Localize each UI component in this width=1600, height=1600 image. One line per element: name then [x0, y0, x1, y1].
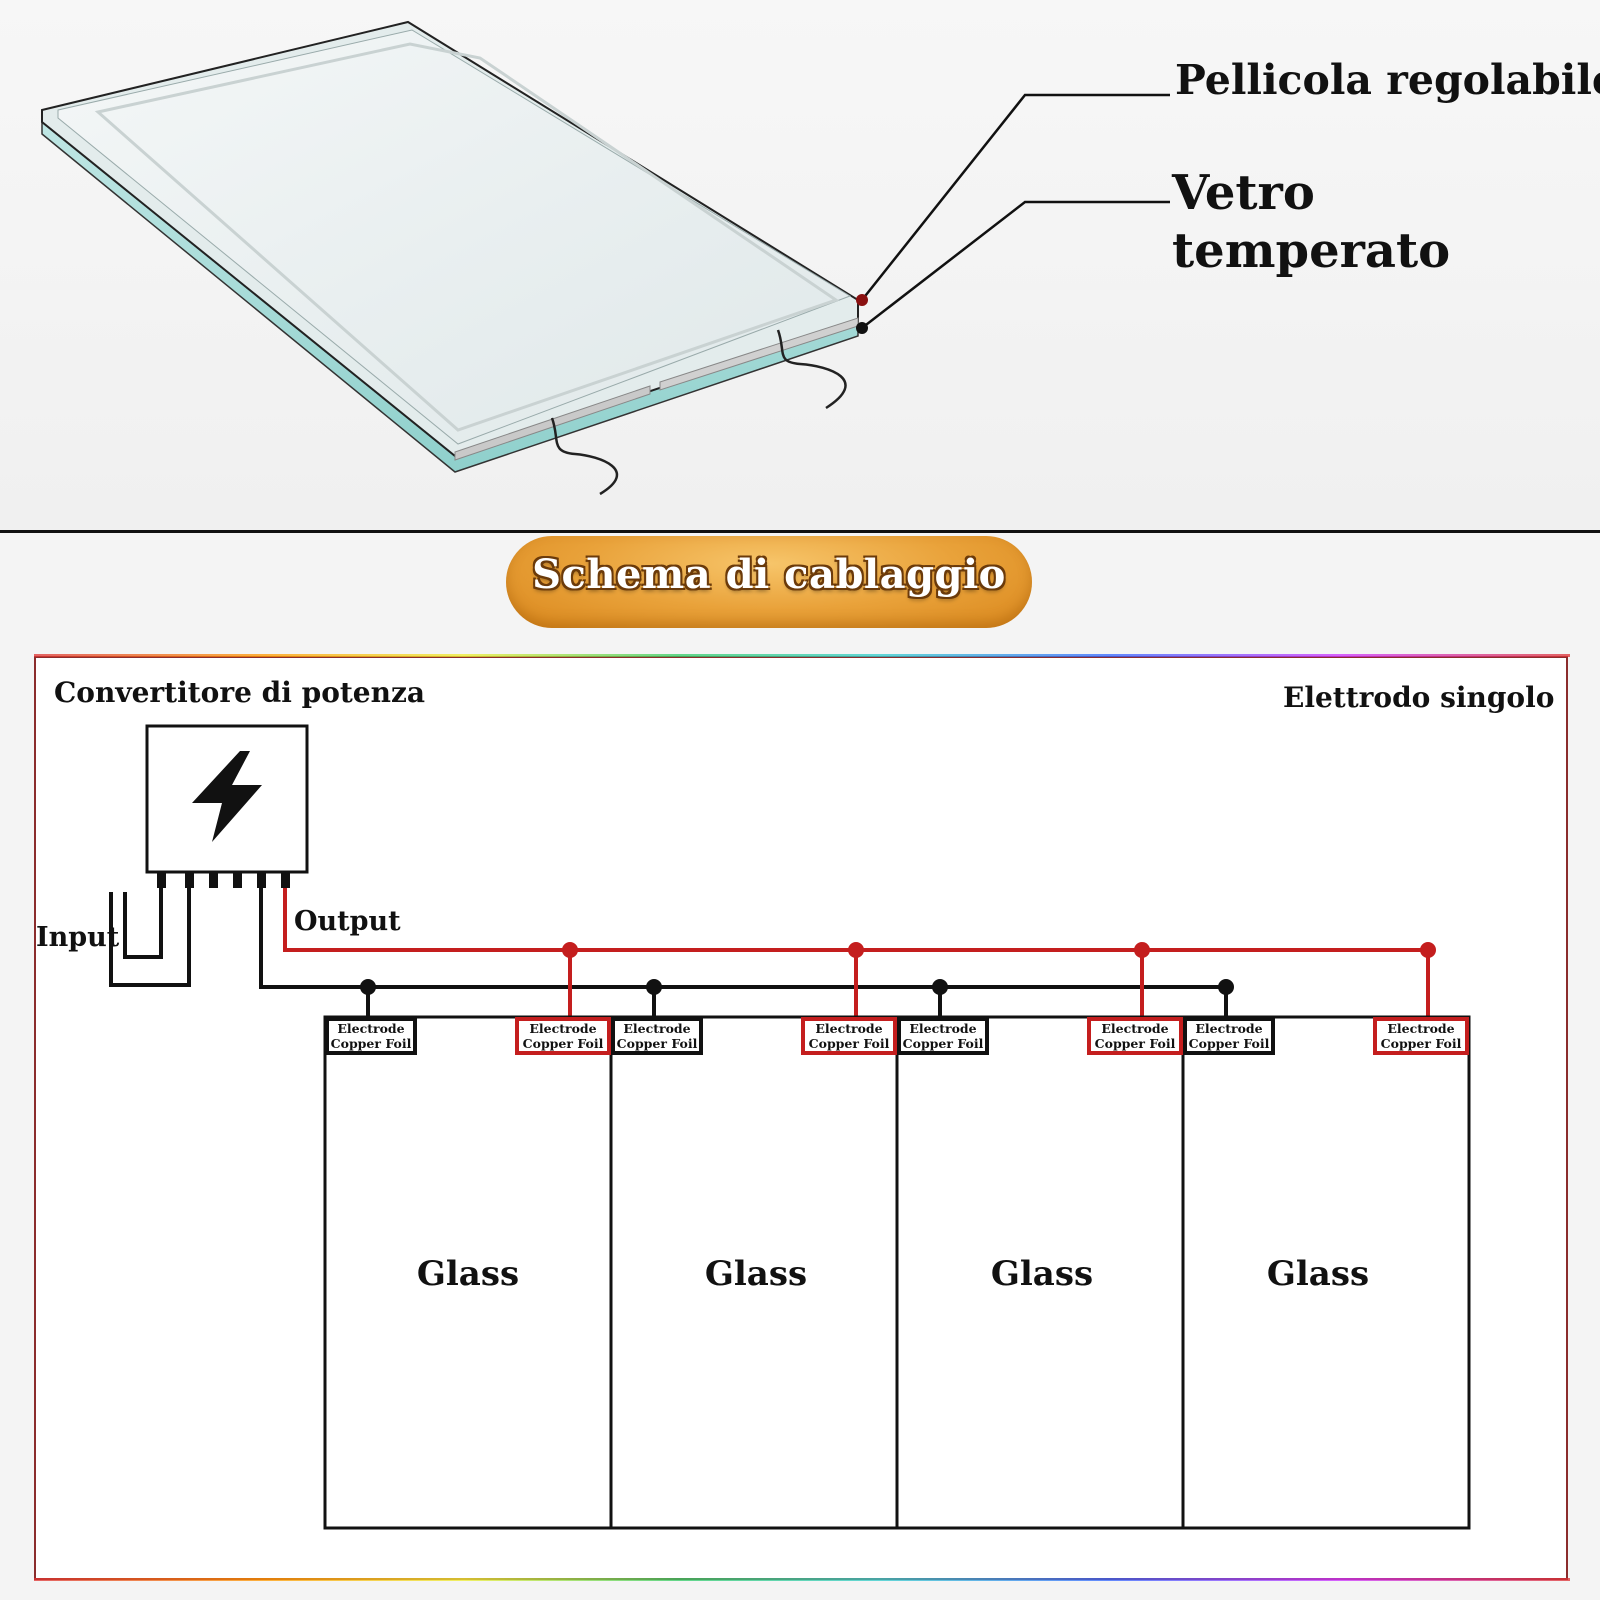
foil-label-line1: Electrode: [623, 1021, 691, 1036]
input-wire: [123, 888, 163, 959]
foil-label-line2: Copper Foil: [902, 1036, 984, 1051]
electrode-foil-label: Electrode Copper Foil: [1187, 1021, 1271, 1051]
positive-drops: [568, 950, 1430, 1017]
film-leader-line: [861, 93, 1170, 301]
electrode-foil-label: Electrode Copper Foil: [901, 1021, 985, 1051]
positive-bus-wire: [283, 888, 1428, 952]
electrode-foil-boxes-negative: [325, 1017, 1275, 1055]
tempered-glass-callout-label: Vetro temperato: [1172, 164, 1450, 280]
electrode-foil-label: Electrode Copper Foil: [521, 1021, 605, 1051]
foil-label-line2: Copper Foil: [1380, 1036, 1462, 1051]
film-callout-label: Pellicola regolabile: [1175, 56, 1600, 104]
electrode-foil-label: Electrode Copper Foil: [807, 1021, 891, 1051]
frame-rainbow-bottom: [34, 1578, 1570, 1581]
negative-bus-wire: [259, 888, 1225, 989]
film-wire: [550, 417, 619, 496]
foil-label-line1: Electrode: [1101, 1021, 1169, 1036]
electrode-mode-label: Elettrodo singolo: [1283, 681, 1555, 714]
frame-rainbow-top: [34, 654, 1570, 657]
wiring-title-badge: Schema di cablaggio: [506, 536, 1032, 628]
negative-junction-dots: [360, 979, 1234, 995]
glass-panel-label: Glass: [416, 1254, 520, 1294]
wiring-title: Schema di cablaggio: [532, 550, 1006, 598]
lightning-bolt-icon: [192, 751, 262, 842]
glass-pointer-dot: [856, 322, 868, 334]
glass-panel-label: Glass: [704, 1254, 808, 1294]
foil-label-line2: Copper Foil: [1094, 1036, 1176, 1051]
glass-panel-label: Glass: [990, 1254, 1094, 1294]
foil-label-line1: Electrode: [815, 1021, 883, 1036]
input-wire: [109, 888, 191, 987]
film-pointer-dot: [856, 294, 868, 306]
input-label: Input: [36, 922, 120, 953]
laminated-glass-drawing: [41, 20, 1170, 496]
positive-junction-dots: [562, 942, 1436, 958]
electrode-foil-label: Electrode Copper Foil: [1379, 1021, 1463, 1051]
adjustable-film: [57, 29, 852, 445]
output-label: Output: [294, 906, 401, 937]
wiring-diagram-frame: [34, 656, 1568, 1580]
negative-drops: [366, 987, 1228, 1017]
electrode-foil-label: Electrode Copper Foil: [1093, 1021, 1177, 1051]
foil-label-line2: Copper Foil: [522, 1036, 604, 1051]
section-divider: [0, 530, 1600, 533]
glass-panel-label: Glass: [1266, 1254, 1370, 1294]
foil-label-line1: Electrode: [1195, 1021, 1263, 1036]
foil-label-line1: Electrode: [909, 1021, 977, 1036]
foil-label-line2: Copper Foil: [808, 1036, 890, 1051]
tempered-glass-label-line2: temperato: [1172, 223, 1451, 279]
foil-label-line1: Electrode: [337, 1021, 405, 1036]
converter-pins: [157, 872, 290, 888]
foil-label-line2: Copper Foil: [1188, 1036, 1270, 1051]
foil-label-line1: Electrode: [1387, 1021, 1455, 1036]
glass-product-illustration: Pellicola regolabile Vetro temperato: [0, 0, 1600, 530]
film-wire: [776, 329, 847, 410]
tempered-glass-label-line1: Vetro: [1172, 165, 1315, 221]
glass-leader-line: [861, 200, 1170, 329]
foil-label-line2: Copper Foil: [616, 1036, 698, 1051]
electrode-foil-label: Electrode Copper Foil: [615, 1021, 699, 1051]
foil-label-line2: Copper Foil: [330, 1036, 412, 1051]
foil-label-line1: Electrode: [529, 1021, 597, 1036]
electrode-foil-boxes-positive: [515, 1017, 1469, 1055]
electrode-foil-label: Electrode Copper Foil: [329, 1021, 413, 1051]
glass-panels: [323, 1015, 1471, 1530]
power-converter-label: Convertitore di potenza: [54, 676, 426, 709]
